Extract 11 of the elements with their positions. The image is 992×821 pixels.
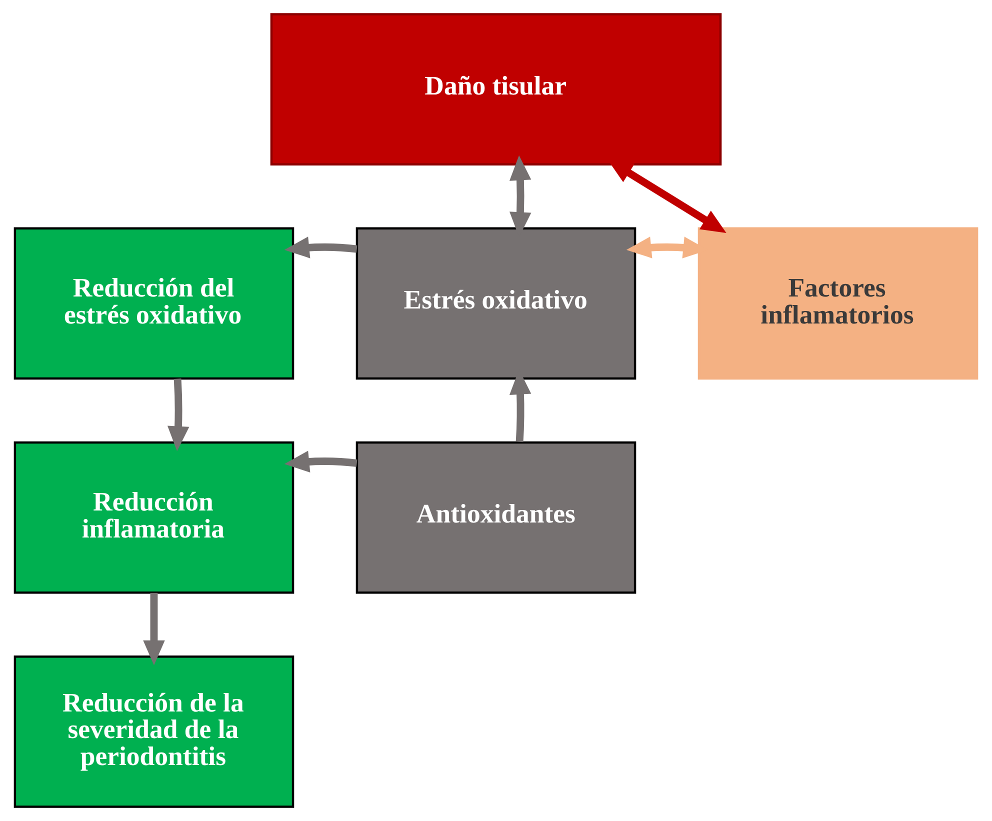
node-box: Factores inflamatorios	[698, 227, 978, 380]
arrow	[284, 450, 358, 472]
node-box: Reducción del estrés oxidativo	[14, 227, 294, 380]
node-box: Antioxidantes	[356, 441, 636, 594]
node-box: Reducción de la severidad de la periodontitis	[14, 655, 294, 808]
arrow	[167, 378, 190, 452]
node-box: Estrés oxidativo	[356, 227, 636, 380]
arrow	[143, 592, 165, 666]
node-box: Daño tisular	[270, 13, 722, 166]
node-box: Reducción inflamatoria	[14, 441, 294, 594]
arrow	[284, 236, 358, 258]
